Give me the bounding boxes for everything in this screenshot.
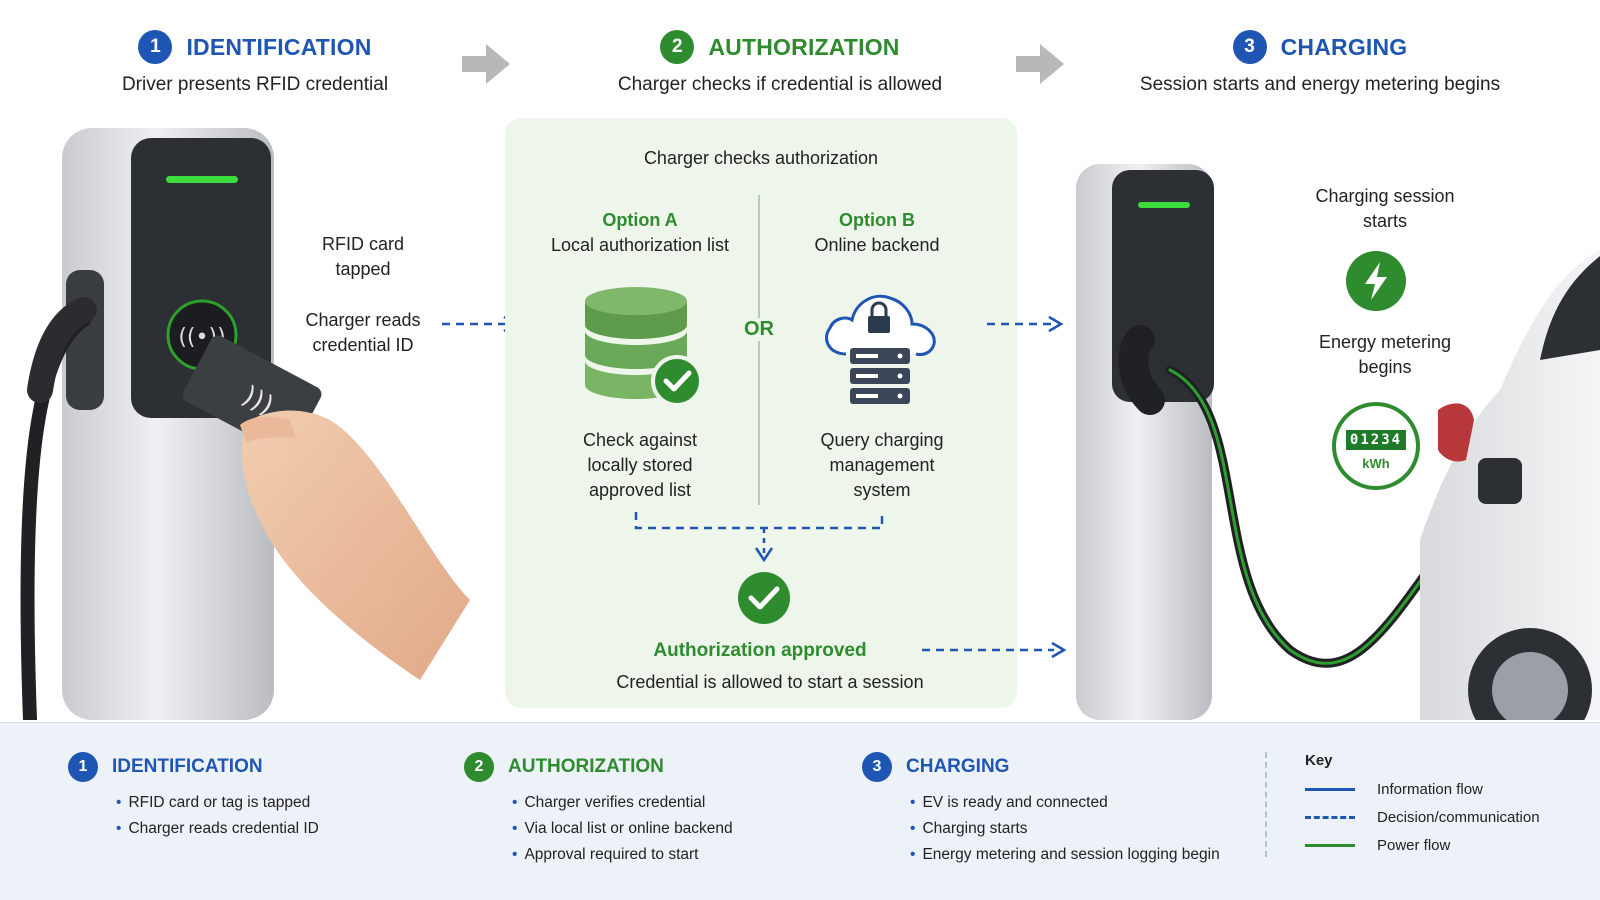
approved-title: Authorization approved bbox=[653, 640, 867, 661]
step-3-title: CHARGING bbox=[1280, 33, 1408, 60]
rfid-tapped-label: RFID card tapped bbox=[321, 234, 404, 279]
dashed-blue-line-icon bbox=[1305, 815, 1355, 819]
meter-digits: 01234 bbox=[1346, 430, 1406, 450]
summary-2-list: Charger verifies credential Via local li… bbox=[512, 790, 824, 868]
step-3-header: 3 CHARGING Session starts and energy met… bbox=[1110, 30, 1530, 96]
list-item: Energy metering and session logging begi… bbox=[910, 842, 1262, 868]
options-merge-connector bbox=[634, 512, 884, 563]
list-item: Charger verifies credential bbox=[512, 790, 824, 816]
list-item: Via local list or online backend bbox=[512, 816, 824, 842]
summary-identification: 1 IDENTIFICATION RFID card or tag is tap… bbox=[68, 752, 428, 842]
cloud-server-lock-icon bbox=[825, 294, 936, 404]
option-a-description: Check against locally stored approved li… bbox=[582, 430, 698, 500]
option-a-name: Local authorization list bbox=[550, 235, 730, 255]
summary-2-number: 2 bbox=[464, 752, 494, 782]
list-item: Charging starts bbox=[910, 816, 1262, 842]
step-1-number: 1 bbox=[138, 30, 173, 64]
approval-arrow-to-charging-icon bbox=[922, 641, 1067, 659]
solid-green-line-icon bbox=[1305, 843, 1355, 847]
key-item-decision-communication: Decision/communication bbox=[1305, 803, 1585, 831]
summary-3-number: 3 bbox=[862, 752, 892, 782]
summary-1-title: IDENTIFICATION bbox=[112, 756, 263, 777]
key-item-information-flow: Information flow bbox=[1305, 775, 1585, 803]
step-1-title: IDENTIFICATION bbox=[186, 33, 372, 60]
summary-charging: 3 CHARGING EV is ready and connected Cha… bbox=[862, 752, 1262, 868]
panel-title: Charger checks authorization bbox=[643, 148, 879, 168]
database-check-icon bbox=[585, 287, 703, 407]
meter-unit: kWh bbox=[1362, 456, 1390, 471]
option-b-name: Online backend bbox=[814, 235, 940, 255]
option-b-header: Option B Online backend bbox=[772, 208, 982, 258]
step-3-number: 3 bbox=[1232, 30, 1267, 64]
summary-2-title: AUTHORIZATION bbox=[508, 756, 664, 777]
step-2-header: 2 AUTHORIZATION Charger checks if creden… bbox=[585, 30, 975, 96]
summary-authorization: 2 AUTHORIZATION Charger verifies credent… bbox=[464, 752, 824, 868]
summary-1-number: 1 bbox=[68, 752, 98, 782]
step-arrow-1-icon bbox=[462, 44, 510, 84]
key-title: Key bbox=[1305, 752, 1333, 769]
charger-rfid-illustration: ((•)) ))) bbox=[20, 128, 470, 720]
solid-blue-line-icon bbox=[1305, 787, 1355, 791]
metering-begins-label: Energy metering begins bbox=[1318, 332, 1452, 377]
list-item: Charger reads credential ID bbox=[116, 816, 428, 842]
session-starts-label: Charging session starts bbox=[1315, 186, 1455, 231]
energy-meter-icon: 01234 kWh bbox=[1332, 402, 1420, 490]
summary-3-list: EV is ready and connected Charging start… bbox=[910, 790, 1262, 868]
approved-check-icon bbox=[738, 572, 790, 624]
or-label: OR bbox=[734, 318, 784, 341]
approved-description: Credential is allowed to start a session bbox=[616, 672, 924, 692]
summary-1-list: RFID card or tag is tapped Charger reads… bbox=[116, 790, 428, 842]
key-divider bbox=[1265, 752, 1267, 857]
legend-key: Key Information flow Decision/communicat… bbox=[1305, 752, 1585, 859]
step-1-header: 1 IDENTIFICATION Driver presents RFID cr… bbox=[60, 30, 450, 96]
step-2-subtitle: Charger checks if credential is allowed bbox=[617, 74, 943, 95]
list-item: EV is ready and connected bbox=[910, 790, 1262, 816]
charger-ev-illustration bbox=[1076, 164, 1600, 720]
options-divider bbox=[758, 195, 760, 505]
summary-3-title: CHARGING bbox=[906, 756, 1010, 777]
step-1-subtitle: Driver presents RFID credential bbox=[121, 74, 389, 95]
key-item-power-flow: Power flow bbox=[1305, 831, 1585, 859]
list-item: Approval required to start bbox=[512, 842, 824, 868]
step-arrow-2-icon bbox=[1016, 44, 1064, 84]
option-a-header: Option A Local authorization list bbox=[535, 208, 745, 258]
reads-credential-label: Charger reads credential ID bbox=[305, 310, 421, 355]
step-2-title: AUTHORIZATION bbox=[708, 33, 900, 60]
lightning-bolt-icon bbox=[1346, 251, 1406, 311]
step-3-subtitle: Session starts and energy metering begin… bbox=[1139, 74, 1501, 95]
flow-arrow-to-charging-icon bbox=[987, 315, 1064, 333]
option-b-label: Option B bbox=[839, 210, 915, 230]
list-item: RFID card or tag is tapped bbox=[116, 790, 428, 816]
step-2-number: 2 bbox=[660, 30, 695, 64]
option-b-description: Query charging management system bbox=[820, 430, 944, 500]
option-a-label: Option A bbox=[602, 210, 678, 230]
